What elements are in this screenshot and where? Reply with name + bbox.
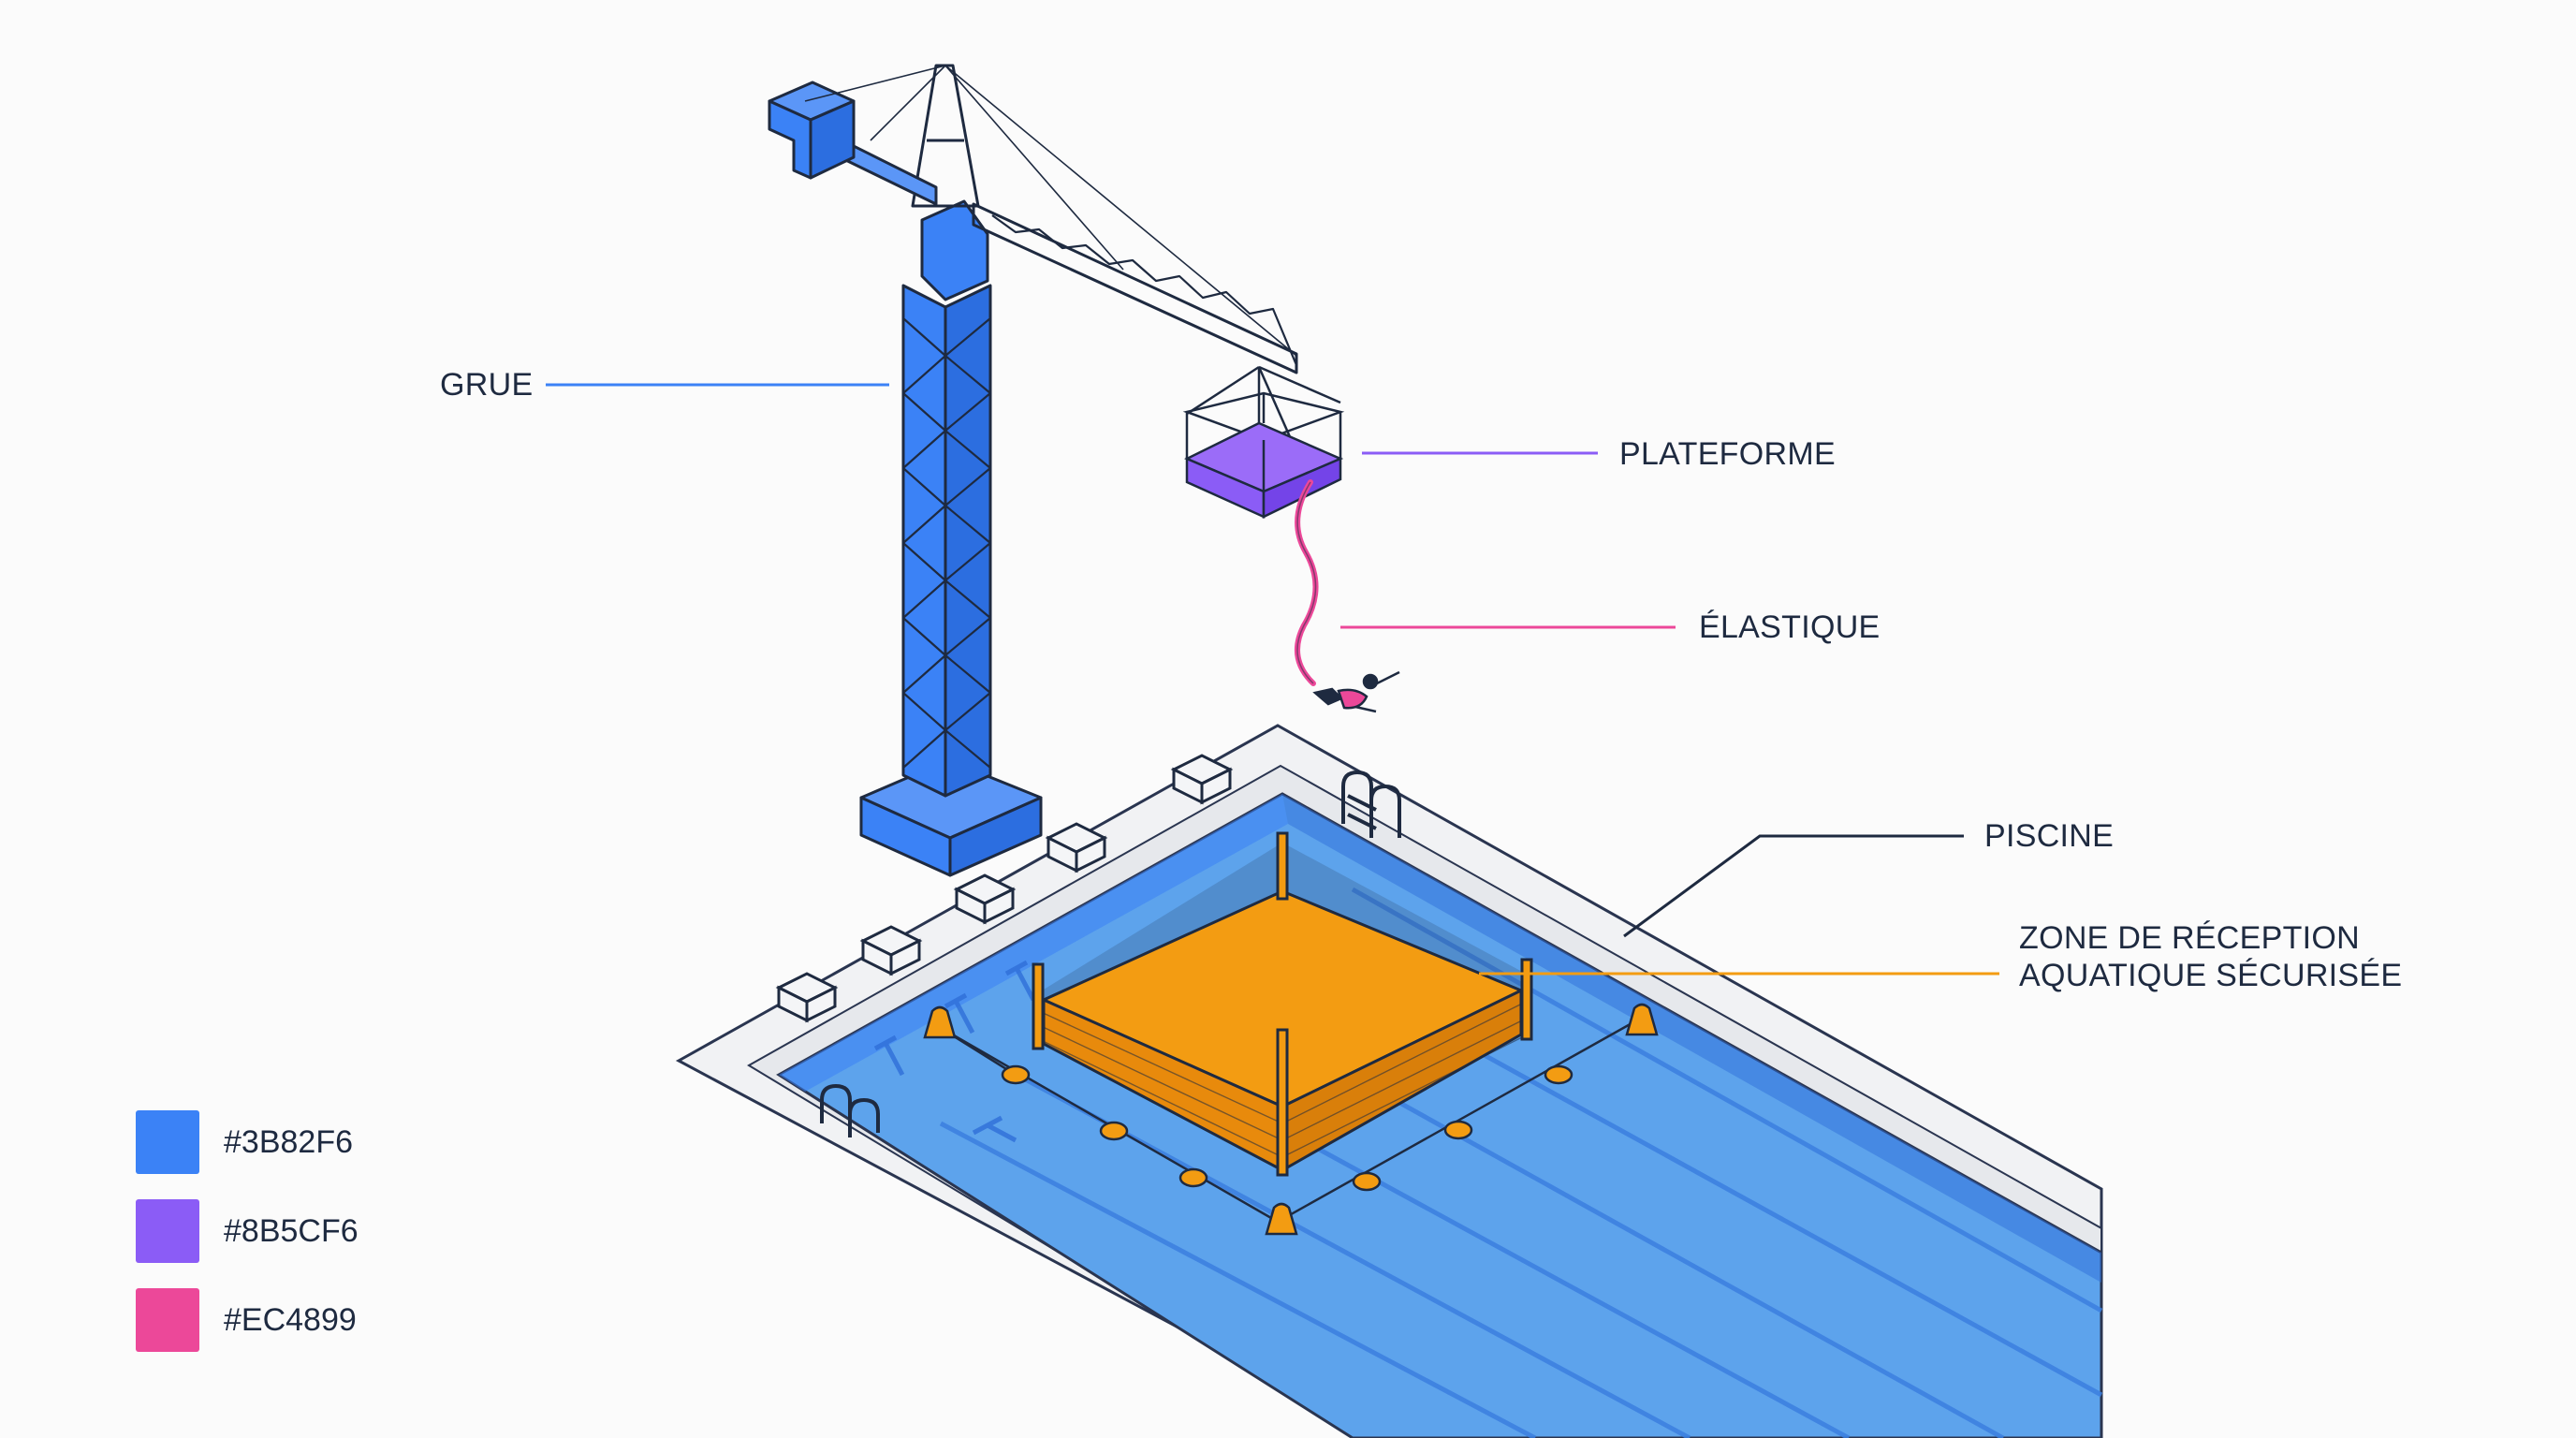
leader-pool xyxy=(1623,834,1964,938)
crane-counterweight-right xyxy=(809,99,856,180)
label-landing-zone-line2: AQUATIQUE SÉCURISÉE xyxy=(2019,958,2403,993)
crane xyxy=(768,64,1298,877)
label-platform: PLATEFORME xyxy=(1619,436,1836,472)
marker-buoys xyxy=(923,1003,1659,1236)
crane-tie-cables xyxy=(804,65,1297,357)
crane-jib-lattice xyxy=(991,214,1298,366)
crane-base-right xyxy=(948,796,1043,877)
legend-item-pink: #EC4899 xyxy=(136,1288,357,1352)
crane-tower-lattice xyxy=(901,317,992,769)
platform-side-right xyxy=(1262,457,1342,520)
jumper xyxy=(1312,670,1400,713)
label-pool: PISCINE xyxy=(1984,818,2115,854)
platform xyxy=(1182,365,1345,520)
pool-ladder-near xyxy=(820,1083,880,1137)
legend-item-purple: #8B5CF6 xyxy=(136,1199,359,1263)
label-crane: GRUE xyxy=(440,367,534,403)
crane-jib xyxy=(972,202,1298,374)
callout-leaders xyxy=(546,383,1999,976)
legend-swatch-purple xyxy=(136,1199,199,1263)
starting-blocks xyxy=(775,754,1234,1023)
legend-item-blue: #3B82F6 xyxy=(136,1110,353,1174)
legend-label-pink: #EC4899 xyxy=(224,1301,357,1338)
legend-label-purple: #8B5CF6 xyxy=(224,1212,359,1249)
pool-wall-left xyxy=(779,794,1288,1092)
crane-cab xyxy=(920,199,989,301)
label-landing-zone-line1: ZONE DE RÉCEPTION xyxy=(2019,920,2361,956)
rope-floats xyxy=(1001,1064,1573,1192)
legend-label-blue: #3B82F6 xyxy=(224,1123,353,1160)
legend-swatch-blue xyxy=(136,1110,199,1174)
crane-tower-right-face xyxy=(944,284,992,798)
platform-railing-posts xyxy=(1185,393,1342,492)
pool-ladder-far xyxy=(1341,770,1401,838)
legend-swatch-pink xyxy=(136,1288,199,1352)
pool-wall-right xyxy=(1282,794,2101,1283)
pool-lane-markers xyxy=(873,960,1036,1143)
net-posts xyxy=(1032,831,1533,1177)
landing-zone xyxy=(923,831,1659,1236)
label-bungee: ÉLASTIQUE xyxy=(1699,609,1881,645)
bungee-cord xyxy=(1295,479,1319,686)
net-front xyxy=(1038,1001,1527,1158)
